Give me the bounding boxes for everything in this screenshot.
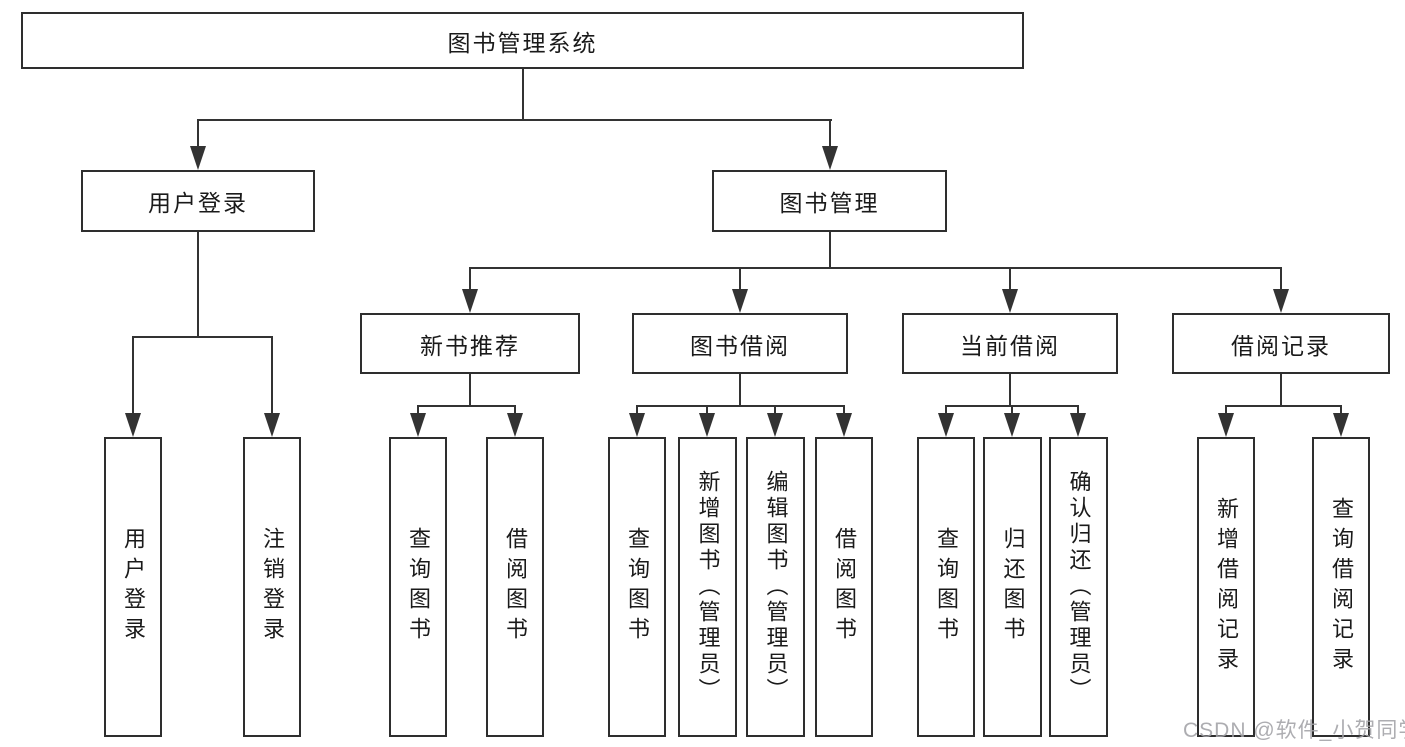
leaf-bb-edit-books-admin-label: 编辑图书（管理员） xyxy=(763,470,789,704)
edge-nb-trunk xyxy=(469,374,471,407)
leaf-br-add-record: 新增借阅记录 xyxy=(1197,437,1255,737)
leaf-bb-borrow-books-label: 借阅图书 xyxy=(832,527,857,647)
node-current-borrow: 当前借阅 xyxy=(902,313,1118,374)
arrowhead-to-current-borrow xyxy=(1002,289,1018,313)
arrowhead-to-nb-borrow xyxy=(507,413,523,437)
edge-br-drop-1 xyxy=(1225,405,1227,417)
leaf-cb-return-books-label: 归还图书 xyxy=(1000,527,1026,647)
arrowhead-to-logout-leaf xyxy=(264,413,280,437)
leaf-bb-query-books: 查询图书 xyxy=(608,437,666,737)
leaf-logout: 注销登录 xyxy=(243,437,301,737)
edge-cb-trunk xyxy=(1009,374,1011,407)
arrowhead-to-cb-query xyxy=(938,413,954,437)
arrowhead-to-book-borrow xyxy=(732,289,748,313)
leaf-user-login: 用户登录 xyxy=(104,437,162,737)
edge-book-mgmt-hbar xyxy=(469,267,1282,269)
leaf-nb-query-books-label: 查询图书 xyxy=(406,527,431,647)
edge-bb-trunk xyxy=(739,374,741,407)
arrowhead-to-bb-query xyxy=(629,413,645,437)
arrowhead-to-bb-add xyxy=(699,413,715,437)
node-user-login-label: 用户登录 xyxy=(148,190,248,216)
leaf-logout-label: 注销登录 xyxy=(260,527,285,647)
node-book-borrow: 图书借阅 xyxy=(632,313,848,374)
arrowhead-to-br-query xyxy=(1333,413,1349,437)
leaf-cb-confirm-return-admin: 确认归还（管理员） xyxy=(1049,437,1108,737)
arrowhead-to-user-login xyxy=(190,146,206,170)
edge-nb-drop-1 xyxy=(417,405,419,417)
arrowhead-to-bb-borrow xyxy=(836,413,852,437)
edge-drop-borrow-records xyxy=(1280,267,1282,292)
leaf-user-login-label: 用户登录 xyxy=(121,527,146,647)
edge-nb-drop-2 xyxy=(514,405,516,417)
arrowhead-to-br-add xyxy=(1218,413,1234,437)
leaf-cb-confirm-return-admin-label: 确认归还（管理员） xyxy=(1066,470,1092,704)
leaf-nb-query-books: 查询图书 xyxy=(389,437,447,737)
node-root-label: 图书管理系统 xyxy=(447,29,598,56)
arrowhead-to-login-leaf xyxy=(125,413,141,437)
edge-drop-book-borrow xyxy=(739,267,741,292)
edge-drop-new-book xyxy=(469,267,471,292)
edge-nb-hbar xyxy=(417,405,516,407)
edge-root-hbar xyxy=(197,119,832,121)
leaf-cb-return-books: 归还图书 xyxy=(983,437,1042,737)
node-book-mgmt: 图书管理 xyxy=(712,170,947,232)
edge-user-login-hbar xyxy=(132,336,273,338)
edge-bb-hbar xyxy=(636,405,845,407)
arrowhead-to-book-mgmt xyxy=(822,146,838,170)
edge-bb-drop-3 xyxy=(774,405,776,417)
leaf-cb-query-books: 查询图书 xyxy=(917,437,975,737)
leaf-br-add-record-label: 新增借阅记录 xyxy=(1214,497,1239,677)
leaf-br-query-record-label: 查询借阅记录 xyxy=(1329,497,1354,677)
leaf-nb-borrow-books: 借阅图书 xyxy=(486,437,544,737)
node-new-book-rec: 新书推荐 xyxy=(360,313,580,374)
node-new-book-rec-label: 新书推荐 xyxy=(420,332,520,359)
edge-cb-drop-2 xyxy=(1011,405,1013,417)
edge-br-trunk xyxy=(1280,374,1282,407)
leaf-bb-add-books-admin-label: 新增图书（管理员） xyxy=(695,470,721,704)
edge-book-mgmt-trunk xyxy=(829,232,831,269)
edge-br-drop-2 xyxy=(1340,405,1342,417)
node-borrow-records: 借阅记录 xyxy=(1172,313,1390,374)
edge-cb-drop-1 xyxy=(945,405,947,417)
arrowhead-to-cb-confirm xyxy=(1070,413,1086,437)
arrowhead-to-cb-return xyxy=(1004,413,1020,437)
node-book-mgmt-label: 图书管理 xyxy=(779,190,880,216)
edge-br-hbar xyxy=(1225,405,1342,407)
leaf-bb-add-books-admin: 新增图书（管理员） xyxy=(678,437,737,737)
edge-bb-drop-4 xyxy=(843,405,845,417)
arrowhead-to-borrow-records xyxy=(1273,289,1289,313)
edge-bb-drop-1 xyxy=(636,405,638,417)
edge-user-login-drop-1 xyxy=(132,336,134,414)
csdn-watermark: CSDN @软件_小贺同学 xyxy=(1183,719,1405,742)
node-root: 图书管理系统 xyxy=(21,12,1024,69)
edge-user-login-drop-2 xyxy=(271,336,273,414)
leaf-bb-query-books-label: 查询图书 xyxy=(625,527,650,647)
node-borrow-records-label: 借阅记录 xyxy=(1231,332,1331,359)
edge-bb-drop-2 xyxy=(706,405,708,417)
leaf-bb-borrow-books: 借阅图书 xyxy=(815,437,873,737)
arrowhead-to-nb-query xyxy=(410,413,426,437)
node-book-borrow-label: 图书借阅 xyxy=(690,332,790,359)
leaf-br-query-record: 查询借阅记录 xyxy=(1312,437,1370,737)
leaf-cb-query-books-label: 查询图书 xyxy=(934,527,959,647)
arrowhead-to-bb-edit xyxy=(767,413,783,437)
edge-drop-current-borrow xyxy=(1009,267,1011,292)
edge-root-drop-right xyxy=(829,119,831,149)
edge-user-login-trunk xyxy=(197,232,199,338)
node-current-borrow-label: 当前借阅 xyxy=(960,332,1060,359)
edge-cb-drop-3 xyxy=(1077,405,1079,417)
node-user-login: 用户登录 xyxy=(81,170,315,232)
leaf-bb-edit-books-admin: 编辑图书（管理员） xyxy=(746,437,805,737)
leaf-nb-borrow-books-label: 借阅图书 xyxy=(503,527,528,647)
arrowhead-to-new-book xyxy=(462,289,478,313)
edge-root-trunk xyxy=(522,69,524,120)
edge-root-drop-left xyxy=(197,119,199,149)
